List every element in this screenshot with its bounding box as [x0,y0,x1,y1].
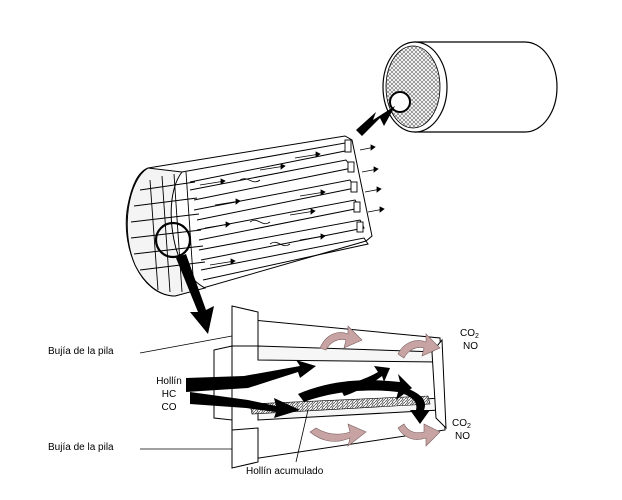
label-hc: HC [161,389,177,400]
inflow-arrows [186,360,430,424]
zoom-arrow-2 [176,254,214,334]
honeycomb-cutaway [125,135,373,297]
label-co2-bottom-main: CO [452,418,467,429]
label-co2-bottom-sub: 2 [467,423,471,430]
stack-plug-top [231,305,259,347]
stack-plug-bottom [231,427,259,469]
leader-lines [139,335,309,463]
label-co2-top-main: CO [460,328,475,339]
outflow-arrows [309,325,441,447]
filter-cylinder [382,41,558,133]
cylinder-mesh [385,45,441,129]
zoom-circle-middle [154,221,192,259]
label-stack-plug-top: Bujía de la pila [48,346,114,357]
label-no-top: NO [463,341,478,352]
zoom-arrow-1 [356,106,395,136]
label-co: CO [161,402,177,413]
label-stack-plug-bottom: Bujía de la pila [48,442,114,453]
label-no-bottom: NO [455,431,470,442]
label-co2-top-sub: 2 [475,333,479,340]
label-co2-bottom: CO2 [452,418,471,433]
label-co2-top: CO2 [460,328,479,343]
honeycomb-flow-arrows [199,144,385,266]
label-accumulated-soot: Hollín acumulado [246,466,324,477]
label-soot: Hollín [156,376,182,387]
zoom-circle-top [389,91,411,113]
leader-accumulated-soot [295,409,309,463]
leader-plug-top [139,335,233,354]
